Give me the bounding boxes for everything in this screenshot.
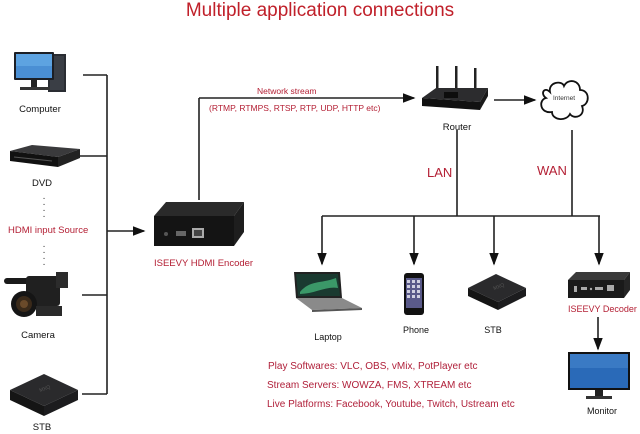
computer-device (12, 50, 72, 103)
router-icon (422, 66, 488, 110)
smartphone-icon (404, 273, 424, 315)
set-top-box-icon: MXQ (468, 274, 526, 310)
encoder-box-icon (154, 202, 244, 246)
protocols-label: (RTMP, RTMPS, RTSP, RTP, UDP, HTTP etc) (209, 103, 381, 113)
monitor-icon (568, 352, 630, 399)
laptop-device (290, 270, 364, 319)
svg-text:MXQ: MXQ (39, 384, 52, 394)
dvd-player-icon (10, 145, 80, 167)
desktop-computer-icon (14, 52, 66, 92)
more-sources-dots-lower: ···· (42, 241, 46, 270)
encoder-label: ISEEVY HDMI Encoder (154, 258, 254, 269)
play-softwares-note: Play Softwares: VLC, OBS, vMix, PotPlaye… (268, 361, 478, 372)
stb-source-label: STB (32, 422, 52, 433)
wan-label: WAN (537, 163, 567, 178)
router-label: Router (442, 122, 472, 133)
lan-label: LAN (427, 165, 453, 180)
dvd-device (4, 145, 80, 176)
live-platforms-note: Live Platforms: Facebook, Youtube, Twitc… (267, 399, 515, 410)
monitor-device (566, 350, 632, 407)
encoder-device (150, 200, 248, 257)
network-stream-label: Network stream (257, 86, 317, 96)
stream-servers-note: Stream Servers: WOWZA, FMS, XTREAM etc (267, 380, 472, 391)
router-device (418, 64, 490, 123)
camera-device (2, 270, 76, 329)
stb-client-label: STB (484, 325, 502, 335)
stb-source-device: MXQ (6, 368, 80, 423)
internet-label: Internet (552, 95, 576, 102)
computer-label: Computer (19, 104, 61, 115)
decoder-box-icon (568, 272, 630, 298)
more-sources-dots-upper: ···· (42, 193, 46, 222)
laptop-icon (294, 272, 362, 312)
internet-cloud (538, 78, 590, 129)
hdmi-input-source-label: HDMI input Source (8, 225, 89, 236)
svg-text:MXQ: MXQ (493, 282, 506, 292)
diagram-title: Multiple application connections (185, 0, 455, 21)
camera-label: Camera (21, 330, 55, 341)
decoder-device (566, 270, 632, 307)
stb-client-device: MXQ (464, 268, 530, 319)
phone-label: Phone (402, 325, 430, 335)
laptop-label: Laptop (314, 332, 342, 342)
decoder-label: ISEEVY Decoder (568, 304, 637, 314)
monitor-label: Monitor (586, 406, 617, 416)
cloud-icon (540, 80, 589, 120)
phone-device (403, 272, 425, 321)
dvd-label: DVD (31, 178, 53, 189)
set-top-box-icon: MXQ (10, 374, 78, 416)
video-camera-icon (4, 272, 68, 317)
